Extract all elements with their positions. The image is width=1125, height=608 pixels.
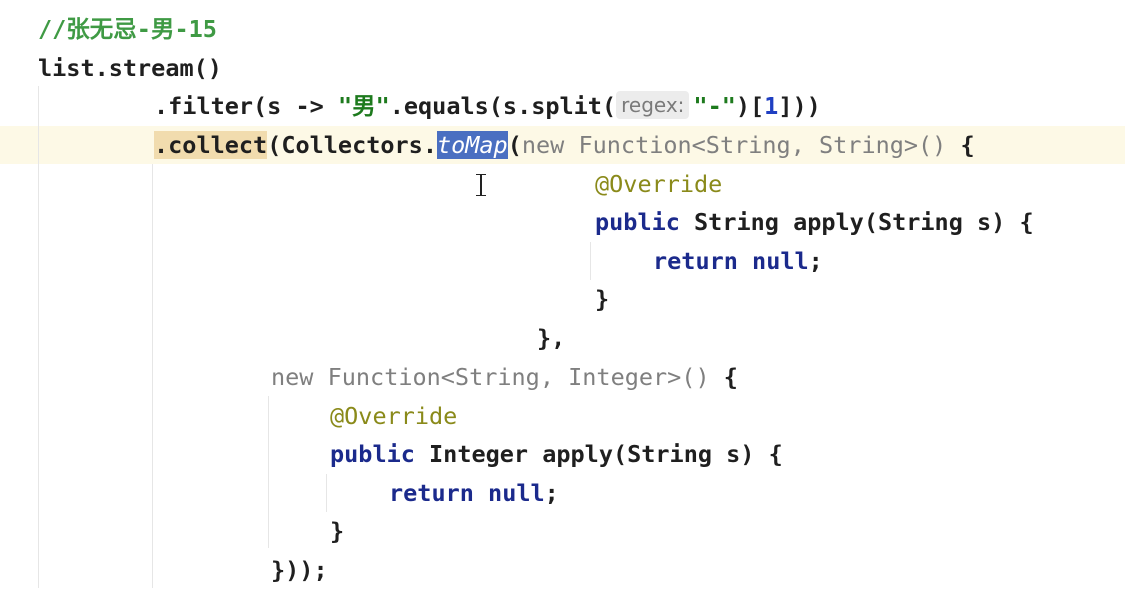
keyword-null: null [488, 479, 545, 507]
number-literal: 1 [764, 92, 779, 120]
code-line-close-brace[interactable]: } [595, 280, 609, 318]
code-text: (Collectors. [267, 131, 437, 159]
annotation: @Override [595, 170, 723, 198]
keyword-public: public [595, 208, 680, 236]
string-literal: "男" [337, 92, 390, 120]
code-line-comment[interactable]: //张无忌-男-15 [38, 10, 217, 48]
type-text: Function<String, Integer>() [313, 363, 710, 391]
keyword-public: public [330, 440, 415, 468]
code-line-filter[interactable]: .filter(s -> "男".equals(s.split(regex:"-… [154, 87, 821, 125]
code-text: ; [544, 479, 559, 507]
parameter-hint: regex: [616, 91, 690, 119]
code-text [474, 479, 488, 507]
text-cursor-icon [476, 174, 486, 196]
code-line-collect[interactable]: .collect(Collectors.toMap(new Function<S… [154, 126, 975, 164]
code-text: list.stream() [38, 54, 222, 82]
code-text: })); [271, 556, 328, 584]
keyword-return: return [389, 479, 474, 507]
keyword-new: new [271, 363, 314, 391]
code-line-override[interactable]: @Override [330, 397, 457, 435]
indent-guide [326, 474, 327, 512]
keyword-return: return [653, 247, 738, 275]
annotation: @Override [330, 402, 458, 430]
code-line-close-all[interactable]: })); [271, 551, 328, 589]
string-literal: "-" [693, 92, 736, 120]
comment-text: //张无忌-男-15 [38, 15, 217, 43]
code-line-stream[interactable]: list.stream() [38, 49, 222, 87]
collect-method-highlight: .collect [154, 131, 268, 159]
code-line-close-brace-comma[interactable]: }, [537, 319, 565, 357]
code-text: .equals(s.split( [389, 92, 617, 120]
code-text: .filter(s -> [154, 92, 338, 120]
code-text: ( [507, 131, 522, 159]
keyword-new: new [521, 131, 565, 159]
code-line-return[interactable]: return null; [653, 242, 823, 280]
type-text: Function<String, String>() [564, 131, 947, 159]
keyword-null: null [752, 247, 809, 275]
code-text: String apply(String s) { [679, 208, 1034, 236]
code-line-apply-signature[interactable]: public String apply(String s) { [595, 203, 1034, 241]
code-line-new-function[interactable]: new Function<String, Integer>() { [271, 358, 738, 396]
indent-guide [38, 86, 39, 588]
code-text [738, 247, 752, 275]
code-text: { [709, 363, 738, 391]
code-text: ; [808, 247, 823, 275]
code-text: }, [537, 324, 566, 352]
code-text: )[ [735, 92, 765, 120]
code-text: } [595, 285, 610, 313]
code-line-close-brace[interactable]: } [330, 512, 344, 550]
selected-method-tomap[interactable]: toMap [436, 131, 508, 159]
indent-guide [590, 242, 591, 280]
code-line-return[interactable]: return null; [389, 474, 559, 512]
code-text: Integer apply(String s) { [414, 440, 783, 468]
code-text: { [946, 131, 975, 159]
code-line-override[interactable]: @Override [595, 165, 722, 203]
code-line-apply-signature[interactable]: public Integer apply(String s) { [330, 435, 783, 473]
indent-guide [268, 396, 269, 548]
code-text: ])) [778, 92, 821, 120]
code-text: } [330, 517, 345, 545]
indent-guide [152, 164, 153, 588]
